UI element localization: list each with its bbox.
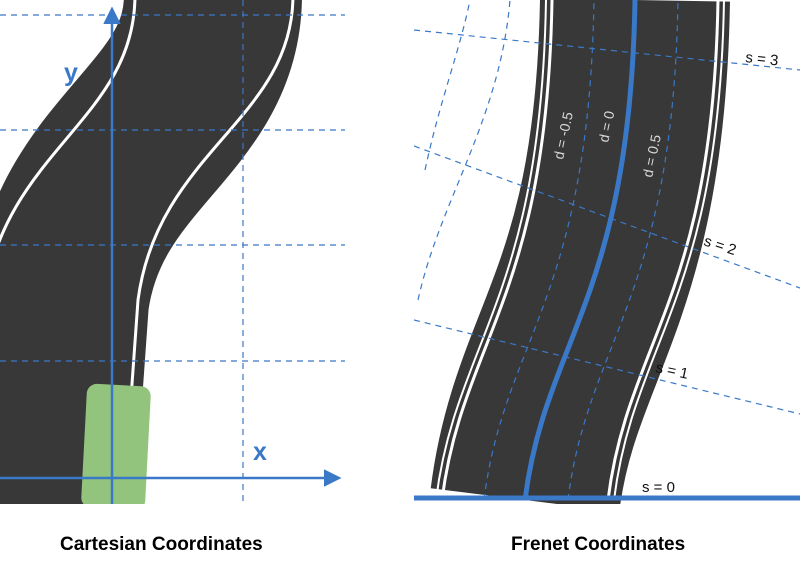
- road-edge-line-right: [121, 0, 295, 504]
- road-cartesian: [0, 0, 302, 504]
- frenet-caption: Frenet Coordinates: [511, 534, 686, 555]
- road-edge-line-left: [440, 0, 554, 501]
- s-line: [414, 29, 800, 71]
- frenet-panel: d = -0.5 d = 0 d = 0.5 s = 0 s = 1 s = 2…: [414, 0, 800, 504]
- road-edge-line-left-inner: [435, 0, 547, 501]
- reference-line-d0: [522, 0, 638, 501]
- x-axis-label: x: [253, 438, 267, 466]
- road-edge-line-right: [606, 0, 720, 501]
- s-label-0: s = 0: [642, 479, 675, 496]
- vehicle: [81, 383, 151, 504]
- s-label-1: s = 1: [654, 359, 690, 382]
- road-surface: [0, 0, 302, 504]
- s-label-3: s = 3: [745, 49, 780, 69]
- frenet-d-lines: [417, 0, 679, 501]
- road-edge-line-right-inner: [613, 0, 725, 501]
- road-edge-line-left: [0, 0, 137, 244]
- s-label-2: s = 2: [702, 233, 739, 259]
- frenet-s-lines: [414, 29, 800, 415]
- road-frenet: [430, 0, 730, 504]
- y-axis-label: y: [64, 59, 78, 87]
- d-line: [424, 0, 471, 171]
- cartesian-caption: Cartesian Coordinates: [60, 534, 263, 555]
- d-line: [417, 0, 511, 301]
- d-label-zero: d = 0: [595, 109, 617, 143]
- cartesian-grid: [0, 0, 345, 504]
- s-line: [414, 145, 800, 289]
- cartesian-panel: y x: [0, 0, 345, 504]
- s-line: [414, 319, 800, 415]
